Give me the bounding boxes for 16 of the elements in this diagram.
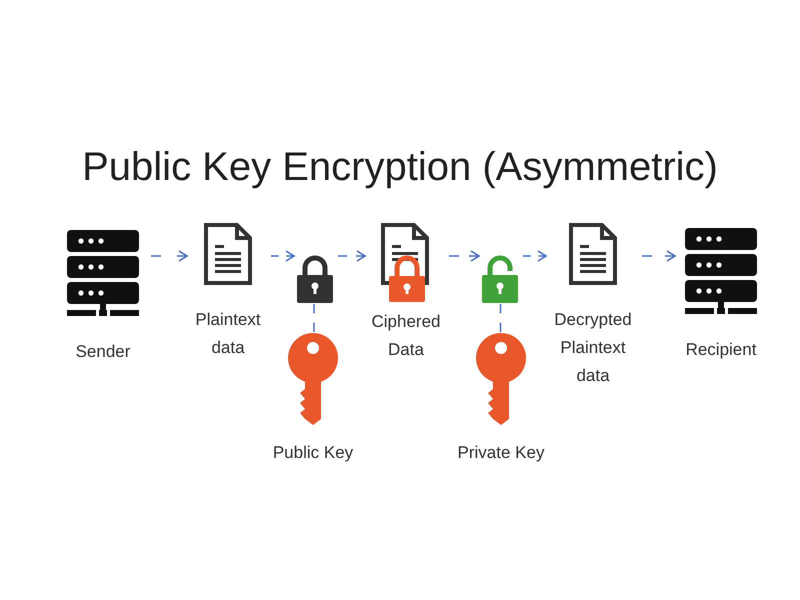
node-label: Decrypted Plaintext data <box>553 309 633 387</box>
node-label: Sender <box>74 341 132 363</box>
diagram-title: Public Key Encryption (Asymmetric) <box>81 145 719 190</box>
dashed-arrow <box>151 250 188 262</box>
node-label: Private Key <box>456 442 546 464</box>
dashed-arrow <box>449 250 480 262</box>
dashed-arrow <box>642 250 676 262</box>
dashed-arrow <box>523 250 547 262</box>
node-label: Recipient <box>684 339 758 361</box>
node-label: Plaintext data <box>194 309 262 359</box>
dashed-arrow <box>338 250 366 262</box>
dashed-connector <box>500 304 502 332</box>
dashed-arrow <box>271 250 295 262</box>
node-label: Ciphered Data <box>370 311 442 361</box>
node-label: Public Key <box>272 442 354 464</box>
dashed-connector <box>313 304 315 332</box>
